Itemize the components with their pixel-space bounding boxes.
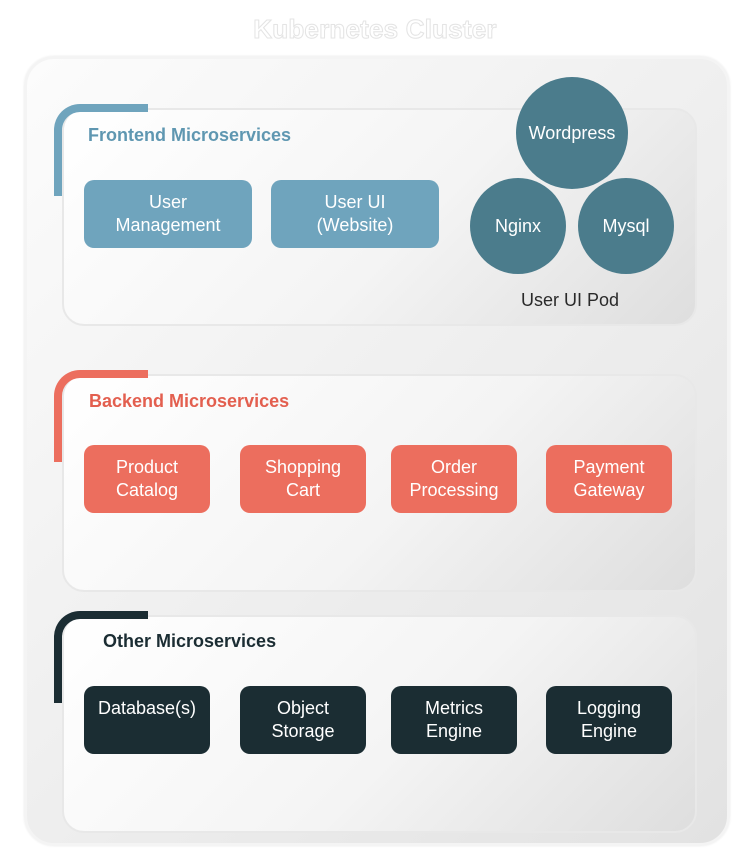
service-label-line2: (Website): [316, 215, 394, 235]
service-user-management: User Management: [84, 180, 252, 248]
service-label-line1: Shopping: [264, 457, 342, 477]
service-label-line2: Engine: [580, 721, 638, 741]
pod-container-mysql: Mysql: [578, 178, 674, 274]
service-user-ui-website: User UI (Website): [271, 180, 439, 248]
backend-title: Backend Microservices: [89, 391, 290, 411]
service-label-line2: Engine: [425, 721, 483, 741]
service-label-line2: Gateway: [573, 480, 645, 500]
service-label-line1: Payment: [573, 457, 645, 477]
service-label-line1: Order: [430, 457, 477, 477]
service-label-line1: Database(s): [97, 698, 197, 718]
service-label-line2: Storage: [271, 721, 335, 741]
pod-container-wordpress: Wordpress: [516, 77, 628, 189]
pod-label: User UI Pod: [521, 290, 620, 310]
pod-container-label: Wordpress: [528, 122, 616, 143]
service-label-line2: Management: [115, 215, 221, 235]
service-metrics-engine: Metrics Engine: [391, 686, 517, 754]
service-label-line1: Object: [276, 698, 330, 718]
pod-container-nginx: Nginx: [470, 178, 566, 274]
service-label-line2: Cart: [285, 480, 320, 500]
service-databases: Database(s): [84, 686, 210, 754]
service-order-processing: Order Processing: [391, 445, 517, 513]
service-shopping-cart: Shopping Cart: [240, 445, 366, 513]
service-product-catalog: Product Catalog: [84, 445, 210, 513]
backend-corner-accent: [54, 370, 148, 462]
other-corner-accent: [54, 611, 148, 703]
frontend-corner-accent: [54, 104, 148, 196]
service-logging-engine: Logging Engine: [546, 686, 672, 754]
service-label-line1: User: [148, 192, 187, 212]
cluster-title: Kubernetes Cluster: [253, 14, 497, 45]
pod-container-label: Mysql: [602, 215, 650, 236]
other-title: Other Microservices: [103, 631, 277, 651]
service-label-line1: User UI: [324, 192, 386, 212]
service-label-line2: Processing: [409, 480, 499, 500]
service-payment-gateway: Payment Gateway: [546, 445, 672, 513]
pod-container-label: Nginx: [494, 215, 542, 236]
service-label-line2: Catalog: [115, 480, 179, 500]
service-label-line1: Metrics: [425, 698, 483, 718]
service-label-line1: Logging: [576, 698, 642, 718]
frontend-title: Frontend Microservices: [88, 125, 292, 145]
service-label-line1: Product: [115, 457, 179, 477]
service-object-storage: Object Storage: [240, 686, 366, 754]
